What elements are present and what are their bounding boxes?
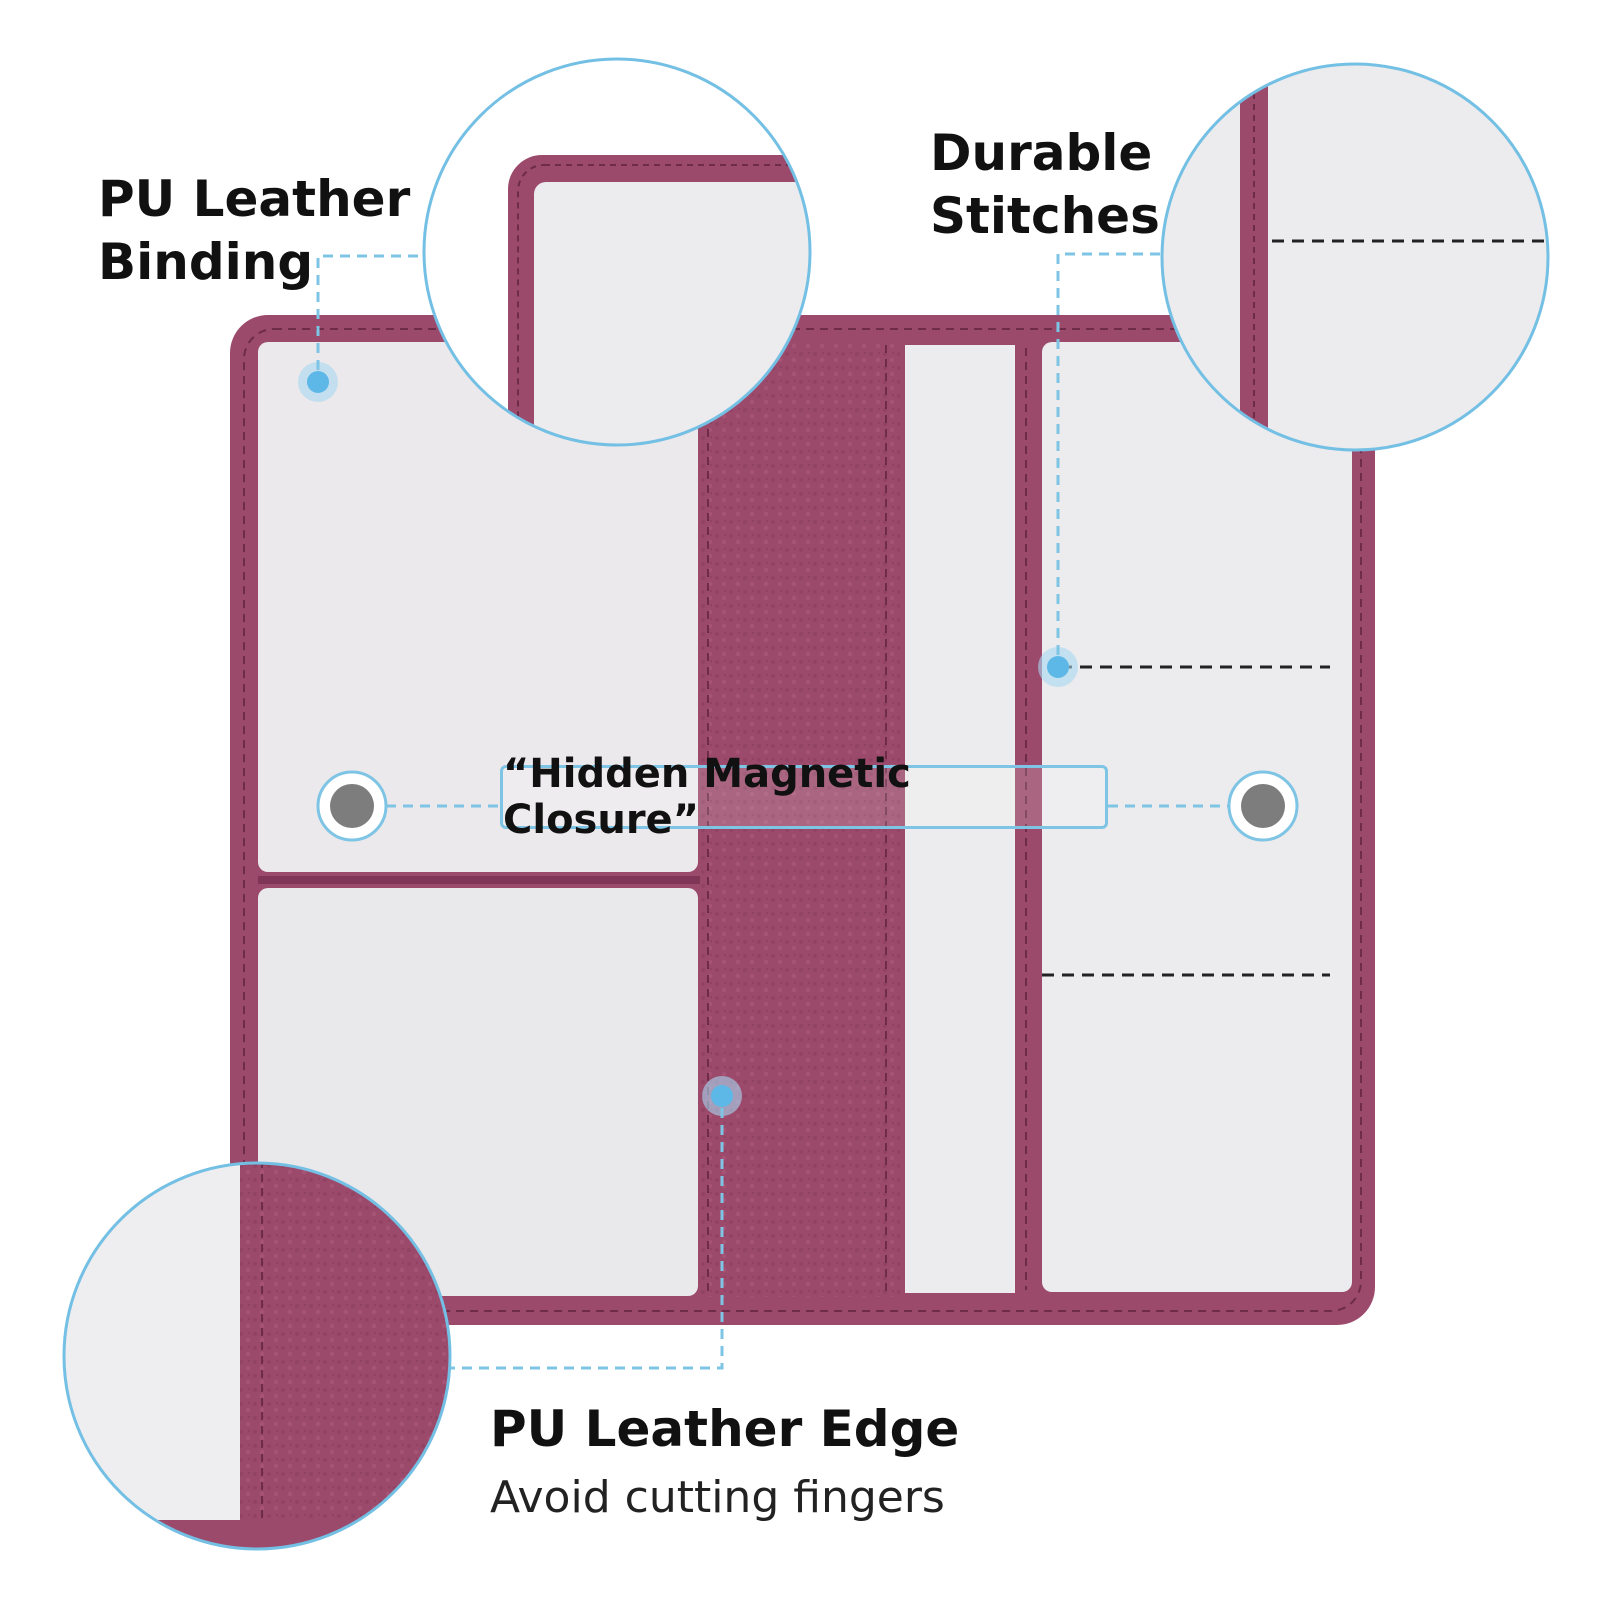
binding-callout-line2: Binding (98, 232, 314, 291)
binding-leader (316, 254, 424, 370)
center-spine (700, 342, 900, 1297)
narrow-sleeve-strap (1015, 345, 1037, 1293)
binding-callout-line1: PU Leather (98, 170, 411, 228)
right-magnet (1241, 784, 1285, 828)
closure-callout: “Hidden Magnetic Closure” (500, 751, 1108, 843)
left-bottom-sleeve (258, 888, 698, 1296)
binding-callout: PU Leather Binding (98, 168, 410, 293)
right-sleeve (1042, 342, 1352, 1292)
narrow-sleeve (905, 345, 1015, 1293)
binding-dot (307, 371, 329, 393)
edge-dot (711, 1085, 733, 1107)
left-top-sleeve (258, 342, 698, 872)
stitches-callout: Durable Stitches (930, 122, 1160, 247)
edge-callout-subtitle: Avoid cutting fingers (490, 1472, 945, 1523)
stitches-callout-line1: Durable (930, 124, 1153, 182)
stitches-dot (1047, 656, 1069, 678)
edge-leader (448, 1108, 724, 1370)
stitches-leader (1056, 252, 1162, 655)
stitches-callout-line2: Stitches (930, 186, 1160, 245)
edge-callout-title: PU Leather Edge (490, 1400, 960, 1458)
left-magnet (330, 784, 374, 828)
